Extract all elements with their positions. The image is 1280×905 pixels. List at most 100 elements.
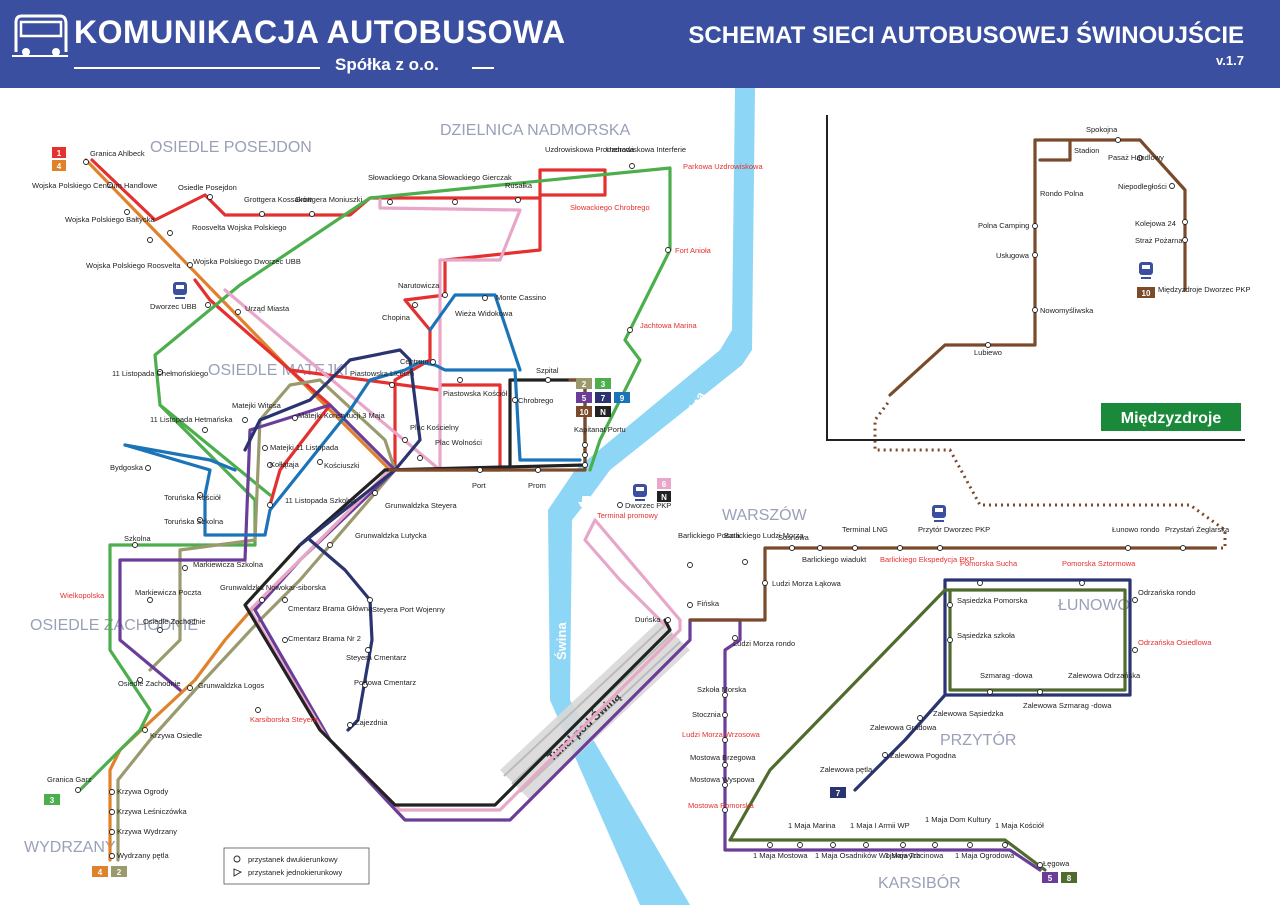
svg-text:Matejki 11 Listopada: Matejki 11 Listopada: [270, 443, 339, 452]
route-line-9-b[interactable]: [123, 443, 237, 472]
svg-text:N: N: [661, 493, 667, 502]
company-name: KOMUNIKACJA AUTOBUSOWA: [74, 14, 566, 50]
route-line-7-c[interactable]: [853, 578, 1132, 792]
route-line-5[interactable]: [253, 468, 1042, 872]
svg-text:Krzywa Osiedle: Krzywa Osiedle: [150, 731, 202, 740]
swina-label-vertical: Świna: [554, 622, 569, 660]
svg-text:Krzywa Leśniczówka: Krzywa Leśniczówka: [117, 807, 187, 816]
svg-text:Chrobrego: Chrobrego: [518, 396, 553, 405]
company-underline: [74, 67, 320, 69]
route-line-6[interactable]: [223, 198, 522, 472]
svg-text:2: 2: [117, 868, 122, 877]
svg-text:Wydrzany pętla: Wydrzany pętla: [117, 851, 169, 860]
badge-group-ahlbeck: 1 4: [52, 147, 66, 171]
svg-text:1 Maja Kościół: 1 Maja Kościół: [995, 821, 1044, 830]
svg-text:Ludzi Morza Łąkowa: Ludzi Morza Łąkowa: [772, 579, 842, 588]
district-przytor: PRZYTÓR: [940, 730, 1016, 749]
miedzyzdroje-label: Międzyzdroje: [1121, 410, 1222, 427]
route-line-N[interactable]: [243, 468, 672, 807]
svg-text:Wojska Polskiego Centrum Handl: Wojska Polskiego Centrum Handlowe: [32, 181, 157, 190]
route-line-8[interactable]: [728, 588, 1127, 872]
svg-text:Centrum: Centrum: [400, 357, 429, 366]
company-sub-line: [472, 67, 494, 69]
svg-text:2: 2: [582, 380, 587, 389]
svg-text:Zajezdnia: Zajezdnia: [355, 718, 388, 727]
route-10-dotted: [873, 399, 1227, 550]
svg-text:Grunwaldzka Lutycka: Grunwaldzka Lutycka: [355, 531, 428, 540]
svg-text:3: 3: [50, 796, 55, 805]
route-line-7-b[interactable]: [243, 348, 422, 547]
svg-text:Mostowa Brzegowa: Mostowa Brzegowa: [690, 753, 756, 762]
svg-text:Szmarag -dowa: Szmarag -dowa: [980, 671, 1033, 680]
svg-text:Straż Pożarna: Straż Pożarna: [1135, 236, 1183, 245]
svg-text:Fort Anioła: Fort Anioła: [675, 246, 712, 255]
svg-text:Polna Camping: Polna Camping: [978, 221, 1029, 230]
svg-text:Grunwaldzka Steyera: Grunwaldzka Steyera: [385, 501, 458, 510]
svg-text:Międzyzdroje Dworzec PKP: Międzyzdroje Dworzec PKP: [1158, 285, 1251, 294]
svg-text:przystanek jednokierunkowy: przystanek jednokierunkowy: [248, 868, 342, 877]
svg-text:Stocznia: Stocznia: [692, 710, 722, 719]
svg-text:Osiedle Zachodnie: Osiedle Zachodnie: [118, 679, 181, 688]
svg-text:Zalewowa Sąsiedzka: Zalewowa Sąsiedzka: [933, 709, 1004, 718]
svg-text:Słowackiego Orkana: Słowackiego Orkana: [368, 173, 438, 182]
svg-text:Mostowa Pomorska: Mostowa Pomorska: [688, 801, 755, 810]
svg-text:Ludzi Morza rondo: Ludzi Morza rondo: [733, 639, 795, 648]
svg-text:Toruńska Kościół: Toruńska Kościół: [164, 493, 221, 502]
route-line-1-b[interactable]: [268, 368, 332, 507]
svg-text:Pomorska Sucha: Pomorska Sucha: [960, 559, 1018, 568]
svg-text:Wojska Polskiego Bałtycka: Wojska Polskiego Bałtycka: [65, 215, 155, 224]
svg-text:Krzywa Ogrody: Krzywa Ogrody: [117, 787, 169, 796]
badge-group-miedzyzdroje: 10: [1137, 287, 1155, 298]
svg-text:Barlickiego wiadukt: Barlickiego wiadukt: [802, 555, 867, 564]
svg-text:Granica Ahlbeck: Granica Ahlbeck: [90, 149, 145, 158]
district-karsibor: KARSIBÓR: [878, 873, 961, 892]
svg-text:Przytór Dworzec PKP: Przytór Dworzec PKP: [918, 525, 990, 534]
svg-text:Ludzi Morza Wrzosowa: Ludzi Morza Wrzosowa: [682, 730, 761, 739]
svg-text:Kołłątaja: Kołłątaja: [270, 460, 300, 469]
route-line-4[interactable]: [84, 158, 392, 862]
svg-text:Odrzańska Osiedlowa: Odrzańska Osiedlowa: [1138, 638, 1212, 647]
svg-text:Mostowa Wyspowa: Mostowa Wyspowa: [690, 775, 755, 784]
svg-text:1 Maja Mostowa: 1 Maja Mostowa: [753, 851, 808, 860]
svg-text:Słowackiego Chrobrego: Słowackiego Chrobrego: [570, 203, 650, 212]
svg-text:Wielkopolska: Wielkopolska: [60, 591, 105, 600]
svg-text:Bydgoska: Bydgoska: [110, 463, 144, 472]
legend: przystanek dwukierunkowy przystanek jedn…: [223, 847, 370, 885]
svg-text:Grottgera Moniuszki: Grottgera Moniuszki: [295, 195, 362, 204]
svg-text:Niepodległości: Niepodległości: [1118, 182, 1167, 191]
badge-group-garz: 3: [44, 794, 60, 805]
svg-text:Cmentarz Brama Główna: Cmentarz Brama Główna: [288, 604, 373, 613]
svg-text:przystanek dwukierunkowy: przystanek dwukierunkowy: [248, 855, 338, 864]
svg-text:9: 9: [620, 394, 625, 403]
svg-text:11 Listopada Chełmońskiego: 11 Listopada Chełmońskiego: [112, 369, 208, 378]
svg-text:Szkolna: Szkolna: [124, 534, 152, 543]
svg-text:Narutowicza: Narutowicza: [398, 281, 440, 290]
svg-text:Zalewowa Gradowa: Zalewowa Gradowa: [870, 723, 937, 732]
svg-text:Rondo Polna: Rondo Polna: [1040, 189, 1084, 198]
svg-text:Łęgowa: Łęgowa: [1043, 859, 1070, 868]
district-warszow: WARSZÓW: [722, 505, 808, 524]
route-line-3-b[interactable]: [158, 403, 272, 497]
svg-text:Pomorska Sztormowa: Pomorska Sztormowa: [1062, 559, 1136, 568]
train-icon: [173, 282, 187, 299]
badge-group-zalewowa: 7: [830, 787, 846, 798]
svg-text:4: 4: [98, 868, 103, 877]
svg-text:11 Listopada Szkolna: 11 Listopada Szkolna: [285, 496, 357, 505]
route-line-7[interactable]: [308, 538, 374, 732]
route-line-2[interactable]: [116, 378, 397, 862]
route-line-5-b[interactable]: [118, 403, 397, 692]
tunnel: [500, 620, 690, 800]
district-nadmorska: DZIELNICA NADMORSKA: [440, 122, 631, 139]
network-map: Świna Świna Tunel pod Świną OSIEDLE POSE…: [24, 88, 1251, 905]
svg-text:Cmentarz Brama Nr 2: Cmentarz Brama Nr 2: [288, 634, 361, 643]
svg-text:Sąsiedzka Pomorska: Sąsiedzka Pomorska: [957, 596, 1028, 605]
route-line-3[interactable]: [78, 166, 672, 792]
svg-text:Matejki Konstytucji 3 Maja: Matejki Konstytucji 3 Maja: [298, 411, 386, 420]
route-line-9[interactable]: [123, 293, 582, 537]
svg-text:11 Listopada Hetmańska: 11 Listopada Hetmańska: [150, 415, 233, 424]
train-icon: [932, 505, 946, 522]
svg-text:Barlickiego Poczta: Barlickiego Poczta: [678, 531, 741, 540]
svg-text:Plac Wolności: Plac Wolności: [435, 438, 482, 447]
svg-text:Terminal LNG: Terminal LNG: [842, 525, 888, 534]
svg-text:Zalewowa Odrzańska: Zalewowa Odrzańska: [1068, 671, 1141, 680]
